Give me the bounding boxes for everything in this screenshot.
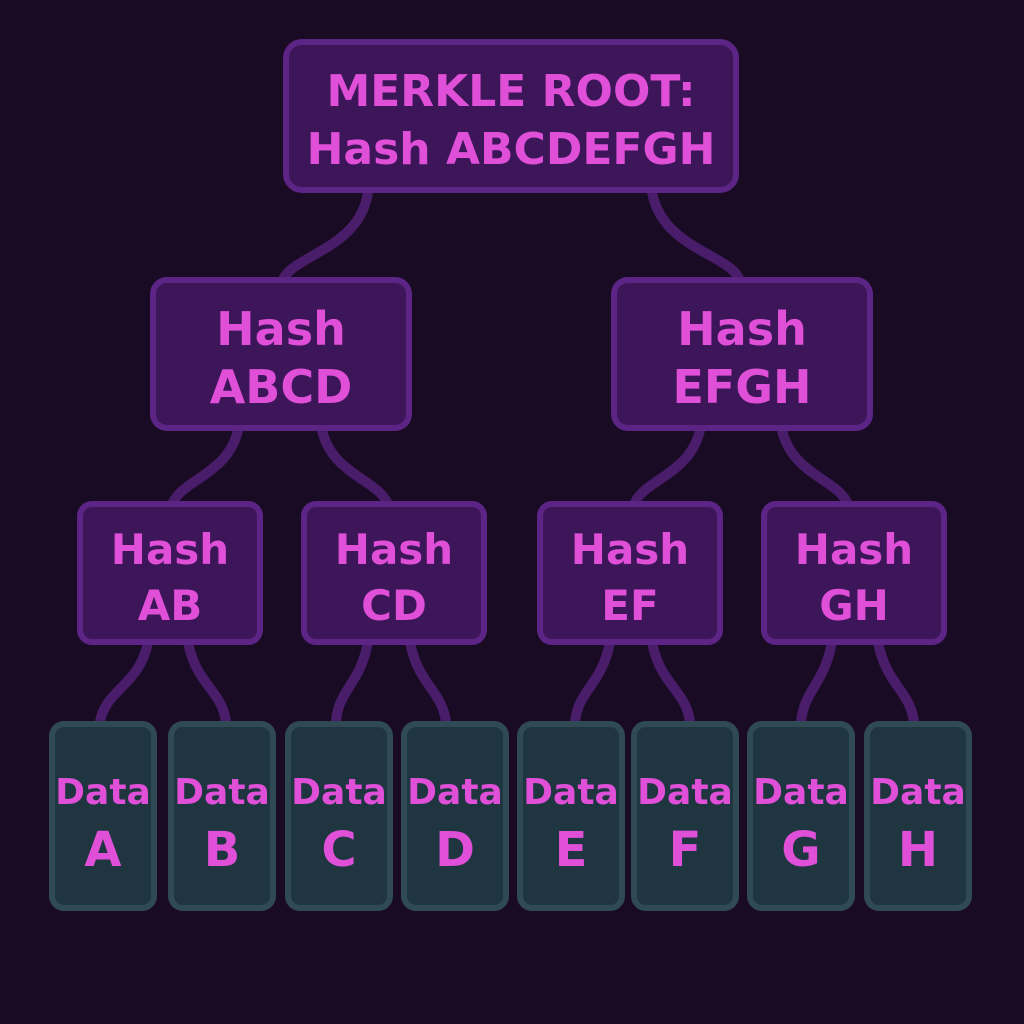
connector-cd-c (331, 637, 373, 727)
merkle-root-hash: Hash ABCDEFGH (307, 124, 716, 175)
hash-node-gh-line1: Hash (795, 525, 913, 574)
hash-node-abcd: Hash ABCD (150, 277, 412, 431)
data-node-d-line2: D (435, 822, 475, 878)
data-node-b-line1: Data (174, 772, 270, 813)
data-node-f: Data F (631, 721, 739, 911)
connector-abcd-cd (317, 425, 393, 510)
data-node-c-line1: Data (291, 772, 387, 813)
data-node-g: Data G (747, 721, 855, 911)
hash-node-efgh-line2: EFGH (672, 360, 811, 414)
hash-node-ef-line1: Hash (571, 525, 689, 574)
hash-node-abcd-line1: Hash (216, 302, 346, 356)
connector-abcd-ab (167, 425, 243, 510)
hash-node-abcd-line2: ABCD (210, 360, 353, 414)
connector-ab-a (95, 637, 153, 727)
data-node-b-line2: B (204, 822, 241, 878)
connector-ef-f (647, 637, 695, 727)
data-node-e: Data E (517, 721, 625, 911)
connector-gh-g (796, 637, 837, 727)
hash-node-ab-line1: Hash (111, 525, 229, 574)
data-node-g-line2: G (781, 822, 820, 878)
hash-node-efgh: Hash EFGH (611, 277, 873, 431)
data-node-g-line1: Data (753, 772, 849, 813)
hash-node-ef: Hash EF (537, 501, 723, 645)
connector-cd-d (405, 637, 451, 727)
connector-ab-b (183, 637, 231, 727)
hash-node-ef-line2: EF (601, 581, 658, 630)
data-node-h: Data H (864, 721, 972, 911)
connector-efgh-ef (629, 425, 705, 510)
data-node-b: Data B (168, 721, 276, 911)
hash-node-efgh-line1: Hash (677, 302, 807, 356)
data-node-a-line2: A (84, 822, 121, 878)
connector-gh-h (873, 637, 919, 727)
data-node-c-line2: C (321, 822, 356, 878)
data-node-e-line2: E (555, 822, 588, 878)
data-node-d: Data D (401, 721, 509, 911)
connector-root-abcd (277, 187, 373, 287)
hash-node-ab-line2: AB (138, 581, 203, 630)
merkle-root-label: MERKLE ROOT: (326, 66, 695, 117)
hash-node-ab: Hash AB (77, 501, 263, 645)
hash-node-gh-line2: GH (819, 581, 889, 630)
data-node-c: Data C (285, 721, 393, 911)
connector-efgh-gh (777, 425, 853, 510)
data-node-f-line1: Data (637, 772, 733, 813)
data-node-a: Data A (49, 721, 157, 911)
data-node-f-line2: F (669, 822, 702, 878)
connector-root-efgh (647, 187, 745, 287)
data-node-e-line1: Data (523, 772, 619, 813)
hash-node-cd-line2: CD (361, 581, 427, 630)
data-node-a-line1: Data (55, 772, 151, 813)
connector-ef-e (570, 637, 615, 727)
hash-node-cd-line1: Hash (335, 525, 453, 574)
merkle-root-node: MERKLE ROOT: Hash ABCDEFGH (283, 39, 739, 193)
hash-node-gh: Hash GH (761, 501, 947, 645)
hash-node-cd: Hash CD (301, 501, 487, 645)
connectors (95, 187, 919, 727)
data-node-d-line1: Data (407, 772, 503, 813)
data-node-h-line1: Data (870, 772, 966, 813)
data-node-h-line2: H (898, 822, 938, 878)
